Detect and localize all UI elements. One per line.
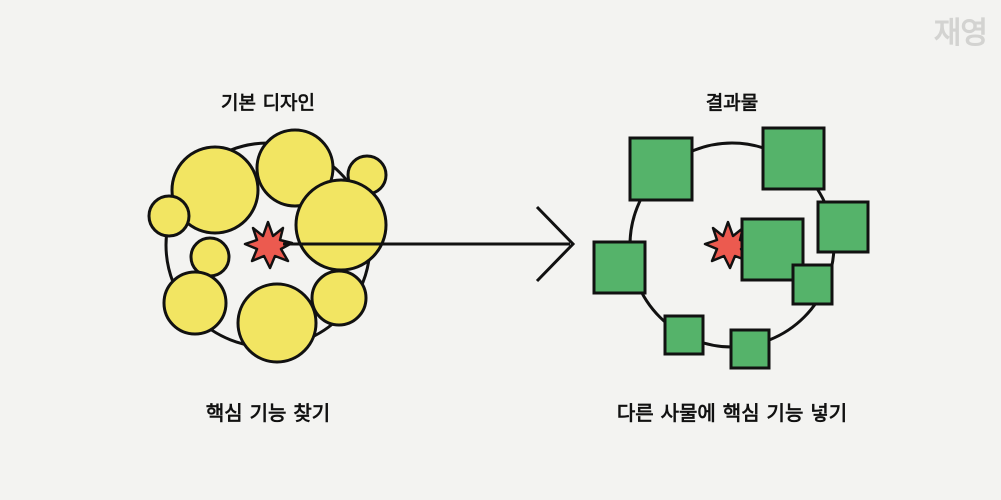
yellow-bubble [310,269,368,327]
green-square [663,314,705,356]
green-square [592,240,647,295]
right-caption: 다른 사물에 핵심 기능 넣기 [616,401,848,425]
left-title: 기본 디자인 [220,92,316,114]
green-square [729,328,771,370]
yellow-bubble [236,282,318,364]
yellow-bubble [147,194,191,238]
green-square [628,136,694,202]
left-caption: 핵심 기능 찾기 [205,401,331,425]
yellow-bubble [170,145,260,235]
brand-logo: 재영 [933,16,988,51]
left-core-star-icon [243,220,294,270]
yellow-bubble [189,236,231,278]
right-result-group [592,126,870,370]
green-square [761,126,826,191]
yellow-bubble [255,128,335,208]
yellow-bubble [162,270,228,336]
green-square [816,200,870,254]
arrow [283,205,576,283]
yellow-bubble [294,178,388,272]
right-title: 결과물 [705,92,759,114]
arrow-head [535,205,576,283]
green-square [791,263,834,306]
